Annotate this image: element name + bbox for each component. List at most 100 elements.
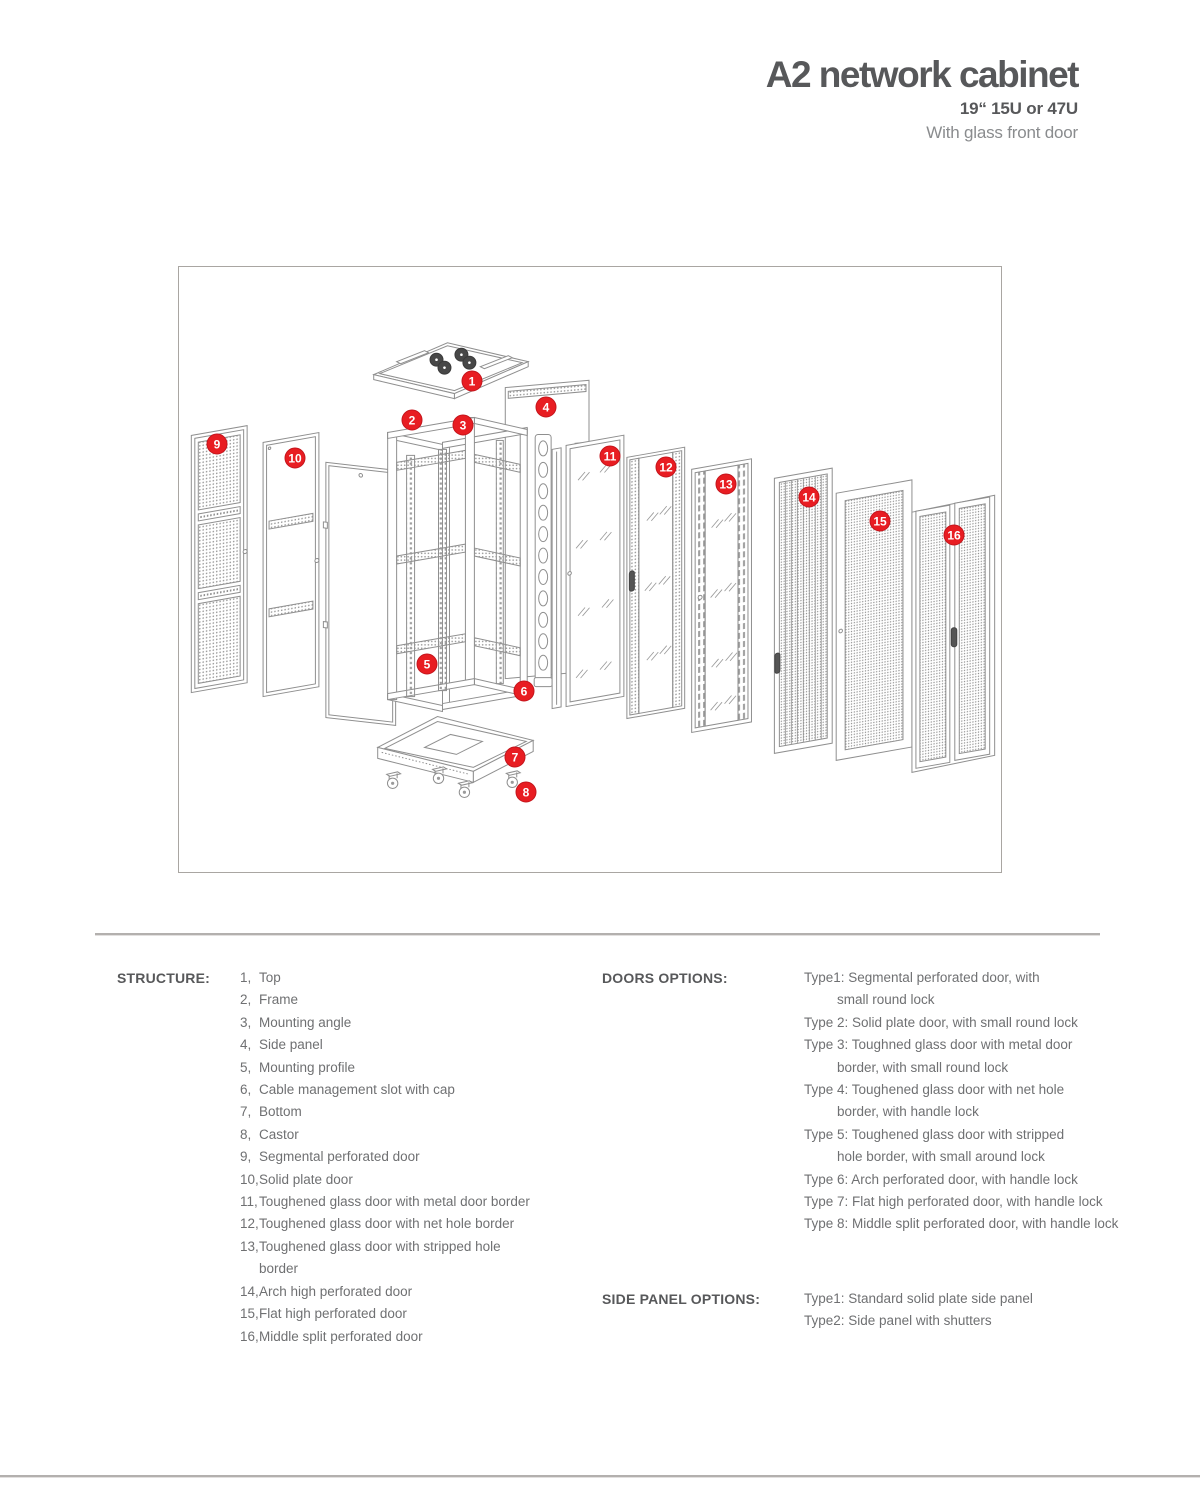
structure-item-line: Castor [259,1126,299,1142]
structure-item-line: Toughened glass door with net hole borde… [259,1216,515,1232]
structure-item-line: Toughened glass door with metal door bor… [259,1194,530,1210]
structure-item-number: 13, [240,1238,259,1254]
structure-item-line: Solid plate door [259,1171,353,1187]
structure-item-number: 5, [240,1059,252,1075]
structure-list-item: 10, Solid plate door [240,1169,590,1191]
flat-perforated-door-illustration [835,479,913,761]
side-panel-option-item: Type2: Side panel with shutters [804,1310,1194,1332]
structure-list-item: 6, Cable management slot with cap [240,1079,590,1101]
door-option-item: Type 7: Flat high perforated door, with … [804,1191,1194,1213]
top-divider-line [95,933,1100,936]
structure-list-item: 12, Toughened glass door with net hole b… [240,1213,590,1235]
structure-item-line: Side panel [259,1037,323,1053]
structure-item-line: border [259,1261,299,1277]
part-badge-9: 9 [206,433,228,455]
structure-item-line: Bottom [259,1104,302,1120]
structure-item-number: 14, [240,1283,259,1299]
part-badge-7: 7 [504,746,526,768]
structure-item-line: Flat high perforated door [259,1306,407,1322]
structure-list-item: 2, Frame [240,989,590,1011]
structure-list-item: 15, Flat high perforated door [240,1303,590,1325]
page-title: A2 network cabinet [765,54,1080,95]
door-option-item: Type 8: Middle split perforated door, wi… [804,1213,1194,1235]
doors-options-section-label: DOORS OPTIONS: [602,970,728,986]
mounting-strip-illustration [551,447,562,710]
door-option-line: Type 2: Solid plate door, with small rou… [804,1014,1078,1030]
structure-item-text: Toughened glass door with metal door bor… [259,1191,590,1213]
page-tagline: With glass front door [926,122,1078,142]
part-badge-3: 3 [452,414,474,436]
part-badge-4: 4 [535,396,557,418]
structure-item-number: 8, [240,1126,252,1142]
structure-item-line: Toughened glass door with stripped hole [259,1238,501,1254]
structure-section-label: STRUCTURE: [117,970,210,986]
structure-item-line: Arch high perforated door [259,1283,413,1299]
structure-item-number: 9, [240,1149,252,1165]
part-badge-15: 15 [869,510,891,532]
structure-item-line: Mounting angle [259,1014,352,1030]
top-cover-illustration [372,342,530,400]
glass-door-net-hole-border-illustration [626,446,686,720]
door-option-item: Type 6: Arch perforated door, with handl… [804,1169,1194,1191]
door-option-line: Type 5: Toughened glass door with stripp… [804,1126,1065,1142]
side-panel-option-line: Type2: Side panel with shutters [804,1313,992,1329]
glass-door-metal-border-illustration [565,434,625,708]
door-option-line: Type 3: Toughned glass door with metal d… [804,1037,1073,1053]
door-option-line: Type1: Segmental perforated door, with [804,970,1040,985]
structure-item-number: 10, [240,1171,259,1187]
part-badge-1: 1 [461,370,483,392]
structure-list-item: 1, Top [240,967,590,989]
part-badge-10: 10 [284,447,306,469]
part-badge-12: 12 [655,456,677,478]
structure-item-line: Frame [259,992,299,1008]
door-option-line: Type 8: Middle split perforated door, wi… [804,1216,1119,1232]
structure-item-number: 11, [240,1194,258,1210]
structure-list: 1, Top 2, Frame 3, Mounting angle 4, Sid… [240,967,590,1348]
part-badge-5: 5 [416,653,438,675]
structure-item-number: 2, [240,992,252,1008]
arch-perforated-door-illustration [773,467,833,754]
cabinet-exploded-drawing [190,342,996,798]
door-option-item: Type 4: Toughened glass door with net ho… [804,1079,1194,1124]
structure-item-text: Arch high perforated door [259,1281,590,1303]
structure-list-item: 4, Side panel [240,1034,590,1056]
structure-item-line: Middle split perforated door [259,1328,423,1344]
structure-item-number: 12, [240,1216,259,1232]
structure-item-line: Segmental perforated door [259,1149,420,1165]
structure-item-number: 3, [240,1014,252,1030]
door-option-item: Type 3: Toughned glass door with metal d… [804,1034,1194,1079]
segmental-perforated-door-illustration [190,425,248,694]
side-panel-options-list: Type1: Standard solid plate side panel T… [804,1288,1194,1333]
side-panel-option-item: Type1: Standard solid plate side panel [804,1288,1194,1310]
structure-item-number: 15, [240,1306,259,1322]
part-badge-16: 16 [943,524,965,546]
door-option-line: border, with handle lock [837,1104,979,1120]
structure-item-line: Cable management slot with cap [259,1082,455,1098]
structure-item-text: Side panel [259,1034,590,1056]
structure-item-text: Flat high perforated door [259,1303,590,1325]
glass-door-stripped-hole-border-illustration [691,458,752,734]
structure-list-item: 11, Toughened glass door with metal door… [240,1191,590,1213]
structure-item-number: 7, [240,1104,252,1120]
structure-item-text: Bottom [259,1101,590,1123]
structure-item-text: Top [259,967,590,989]
structure-item-number: 1, [240,970,252,985]
structure-list-item: 9, Segmental perforated door [240,1146,590,1168]
structure-list-item: 14, Arch high perforated door [240,1281,590,1303]
structure-item-number: 6, [240,1082,252,1098]
door-option-line: hole border, with small around lock [837,1149,1045,1165]
cable-organizer-strip-illustration [533,433,553,688]
structure-item-number: 16, [240,1328,259,1344]
structure-item-text: Castor [259,1124,590,1146]
bottom-divider-line [0,1475,1200,1478]
structure-item-text: Middle split perforated door [259,1326,590,1348]
frame-illustration [387,416,528,713]
structure-list-item: 16, Middle split perforated door [240,1326,590,1348]
door-option-line: Type 4: Toughened glass door with net ho… [804,1082,1065,1098]
structure-item-text: Segmental perforated door [259,1146,590,1168]
door-option-line: Type 6: Arch perforated door, with handl… [804,1171,1078,1187]
page-subtitle: 19“ 15U or 47U [959,98,1078,118]
